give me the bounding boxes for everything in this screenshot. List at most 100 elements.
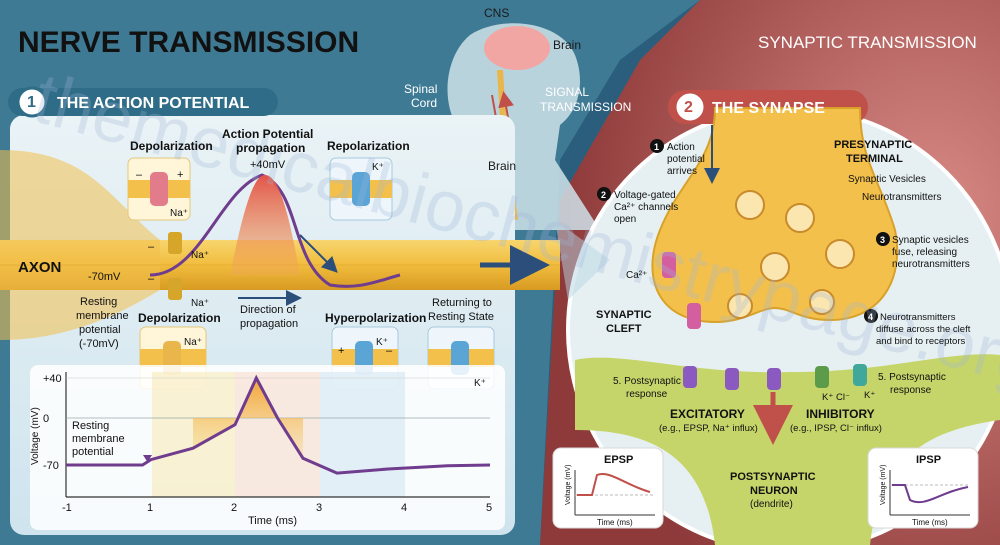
- calcium-channel-icon: [662, 252, 701, 329]
- axon-na-lower-label: Na⁺: [191, 298, 209, 309]
- synaptic-vesicle-group: [727, 190, 855, 319]
- depolarization-top-label: Depolarization: [130, 139, 213, 153]
- step-number-2-badge: [673, 90, 707, 124]
- spinal-cord-label-2: Cord: [411, 96, 437, 110]
- plus40-label: +40mV: [250, 159, 286, 171]
- axon-flare: [0, 150, 160, 340]
- ipsp-ylabel: Voltage (mV): [880, 465, 887, 505]
- step2-label-2: Ca²⁺ channels: [614, 202, 678, 213]
- receptor-row: [683, 364, 867, 390]
- hyperpol-minus: –: [386, 345, 393, 357]
- direction-label-1: Direction of: [240, 304, 297, 316]
- epsp-graph: [552, 447, 664, 529]
- ipsp-graph: [867, 447, 979, 529]
- step5b-label-2: response: [890, 385, 932, 396]
- resting-label-2: membrane: [76, 310, 129, 322]
- k-label: K⁺: [864, 390, 875, 401]
- postsynaptic-label-1: POSTSYNAPTIC: [730, 471, 816, 483]
- postsynaptic-label-2: NEURON: [750, 485, 798, 497]
- brain-icon: [484, 26, 550, 70]
- action-potential-trace: [66, 374, 491, 475]
- step1-label-3: arrives: [667, 166, 697, 177]
- depolarization-top-channel-icon: [127, 157, 191, 221]
- presynaptic-label-1: PRESYNAPTIC: [834, 139, 912, 151]
- axon-channel-lower: [168, 278, 182, 300]
- signal-transmission-label-2: TRANSMISSION: [540, 100, 631, 114]
- brain-bottom-label: Brain: [488, 159, 516, 173]
- axon-label: AXON: [18, 259, 61, 276]
- returning-label-2: Resting State: [428, 311, 494, 323]
- kcl-label: K⁺ Cl⁻: [822, 392, 850, 403]
- step-badge-1: 1: [654, 142, 659, 152]
- signal-transmission-label-1: SIGNAL: [545, 85, 589, 99]
- graph-ylabel: Voltage (mV): [30, 407, 41, 465]
- neurotransmitters-label: Neurotransmitters: [862, 192, 941, 203]
- step-number-1-badge: [16, 86, 48, 118]
- spinal-cord-label-1: Spinal: [404, 82, 437, 96]
- resting-label-1: Resting: [80, 296, 117, 308]
- step2-label-3: open: [614, 214, 636, 225]
- graph-xtick-label: 4: [401, 502, 407, 514]
- step-badge-3: 3: [880, 235, 885, 245]
- epsp-title: EPSP: [604, 454, 633, 466]
- graph-xtick-label: 5: [486, 502, 492, 514]
- graph-xtick-label: 3: [316, 502, 322, 514]
- axon-minus-upper: –: [148, 241, 155, 253]
- axon-trace: [149, 173, 401, 288]
- cleft-label-1: SYNAPTIC: [596, 309, 652, 321]
- depol-bottom-na-label: Na⁺: [184, 337, 202, 348]
- depol-top-minus: –: [136, 169, 143, 181]
- graph-resting-label-2: membrane: [72, 433, 125, 445]
- cns-label: CNS: [484, 6, 509, 20]
- axon-channel-upper: [168, 232, 182, 254]
- step3-label-3: neurotransmitters: [892, 259, 970, 270]
- ap-propagation-label-1: Action Potential: [222, 127, 313, 141]
- depolarization-bottom-label: Depolarization: [138, 311, 221, 325]
- graph-ytick-label: +40: [43, 373, 62, 385]
- excitatory-label: EXCITATORY: [670, 407, 745, 421]
- step5a-label-2: response: [626, 389, 668, 400]
- synapse-heading: THE SYNAPSE: [712, 100, 825, 117]
- main-title: NERVE TRANSMISSION: [18, 26, 359, 59]
- cns-brain-label: Brain: [553, 38, 581, 52]
- graph-xtick-label: 2: [231, 502, 237, 514]
- ap-propagation-label-2: propagation: [236, 141, 305, 155]
- presynaptic-terminal: [651, 107, 899, 324]
- graph-resting-label-3: potential: [72, 446, 114, 458]
- resting-label-4: (-70mV): [79, 338, 119, 350]
- epsp-ylabel: Voltage (mV): [565, 465, 572, 505]
- step2-label-1: Voltage-gated: [614, 190, 676, 201]
- step2-number: 2: [684, 99, 693, 116]
- step1-label-1: Action: [667, 142, 695, 153]
- returning-label-1: Returning to: [432, 297, 492, 309]
- hyperpolarization-label: Hyperpolarization: [325, 311, 426, 325]
- epsp-xlabel: Time (ms): [597, 518, 633, 527]
- inhibitory-label: INHIBITORY: [806, 407, 875, 421]
- step1-label-2: potential: [667, 154, 705, 165]
- graph-spike-fill: [193, 378, 303, 459]
- repolarization-channel-icon: [329, 157, 393, 221]
- repol-k-label: K⁺: [372, 162, 384, 173]
- graph-xtick-label: -1: [62, 502, 72, 514]
- excitatory-sub-label: (e.g., EPSP, Na⁺ influx): [659, 423, 758, 434]
- step4-label-3: and bind to receptors: [876, 336, 966, 347]
- axon-minus-lower: –: [148, 273, 155, 285]
- presynaptic-label-2: TERMINAL: [846, 153, 903, 165]
- repolarization-label: Repolarization: [327, 139, 410, 153]
- step4-label-1: Neurotransmitters: [880, 312, 956, 323]
- step-badge-2: 2: [601, 190, 606, 200]
- vesicles-label: Synaptic Vesicles: [848, 174, 926, 185]
- direction-label-2: propagation: [240, 318, 298, 330]
- graph-xlabel: Time (ms): [248, 515, 297, 527]
- depol-top-plus: +: [177, 169, 183, 181]
- graph-ytick-label: -70: [43, 460, 59, 472]
- step-badge-4: 4: [868, 312, 873, 322]
- step3-label-2: fuse, releasing: [892, 247, 957, 258]
- cleft-label-2: CLEFT: [606, 323, 642, 335]
- step5a-label-1: 5. Postsynaptic: [613, 376, 681, 387]
- minus70-label: -70mV: [88, 271, 121, 283]
- calcium-label: Ca²⁺: [626, 270, 647, 281]
- step-badges: [597, 139, 890, 323]
- hyperpol-plus: +: [338, 345, 344, 357]
